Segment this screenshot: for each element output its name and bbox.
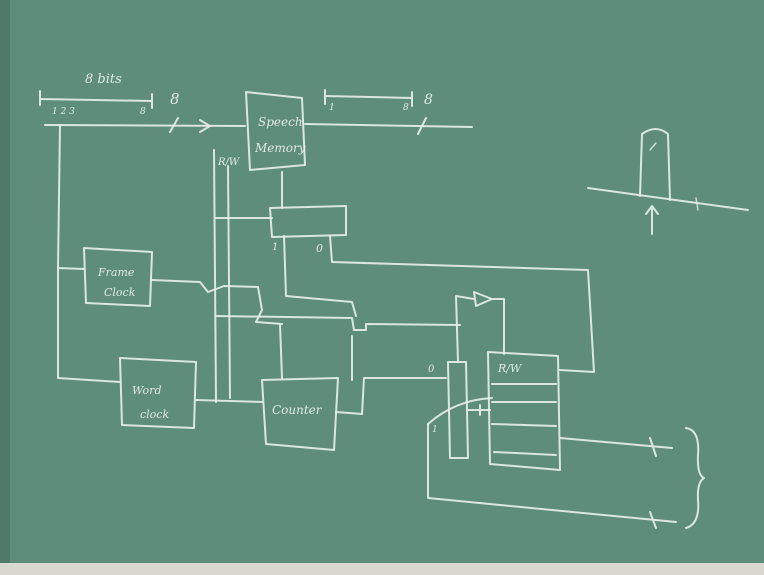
speech-memory-label-1: Speech	[258, 115, 303, 129]
label-one: 1	[272, 242, 278, 253]
frame-clock-label-2: Clock	[104, 286, 136, 299]
label-zero-small: 0	[428, 364, 435, 375]
word-clock-label-2: clock	[140, 408, 169, 421]
label-one-two-three: 1 2 3	[52, 107, 75, 117]
label-one-small-b: 1	[432, 425, 438, 435]
counter-label: Counter	[272, 403, 323, 417]
speech-memory-label-2: Memory	[254, 141, 306, 155]
label-rw-bar: R/W	[497, 362, 523, 375]
label-eight-small: 8	[140, 107, 146, 117]
label-eight-small-right: 8	[403, 103, 409, 113]
word-clock-label-1: Word	[132, 384, 161, 397]
label-zero: 0	[316, 242, 323, 255]
label-eight-left: 8	[170, 90, 180, 108]
input-bus-line	[45, 125, 245, 126]
board-frame-left	[0, 0, 10, 575]
label-eight-right: 8	[424, 92, 433, 108]
frame-clock-label-1: Frame	[97, 266, 135, 279]
label-eight-bits: 8 bits	[85, 72, 122, 87]
board-ledge	[0, 563, 764, 575]
label-one-small: 1	[329, 103, 335, 113]
